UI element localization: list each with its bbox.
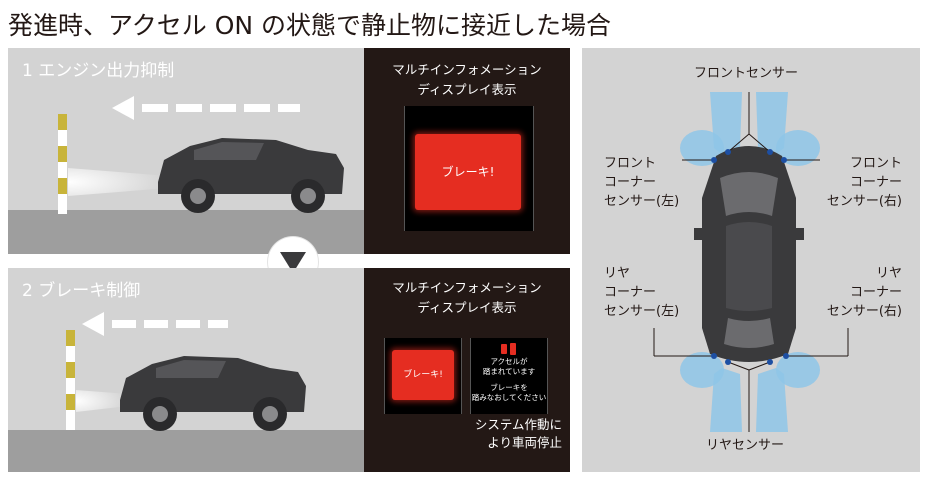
fcr-line1: フロント [849,156,902,171]
stop-line1: システム作動に [474,417,562,432]
info-display-screen: ブレーキ! [404,106,534,231]
sensor-layout-diagram: フロントセンサー フロント コーナー センサー(左) フロント コーナー センサ… [582,48,920,472]
rcr-line2: コーナー [849,285,902,300]
arrow-left-icon [82,312,228,336]
brake-warning: ブレーキ! [415,134,521,210]
info-display-screen-brake: ブレーキ! [384,338,462,414]
sensor-dots [711,149,789,365]
scene-brake-control: 2 ブレーキ制御 [8,268,364,472]
fcl-line3: センサー(左) [604,194,680,209]
message-line3: ブレーキを [490,383,528,392]
rear-sensor-label: リヤセンサー [706,438,785,453]
triangle-down-icon [280,252,306,273]
brake-warning: ブレーキ! [392,350,454,400]
obstacle-pole [58,114,67,214]
obstacle-pole [66,330,75,430]
display1-title-line1: マルチインフォメーション [392,62,542,77]
step2-label: 2 ブレーキ制御 [22,281,141,301]
rear-corner-left-label: リヤ コーナー センサー(左) [604,264,679,321]
message-line1: アクセルが [490,357,528,366]
fcl-line2: コーナー [604,175,657,190]
car-side-icon [158,138,344,213]
front-corner-right-label: フロント コーナー センサー(右) [827,154,902,211]
rear-sensor-zones [680,352,820,432]
rear-corner-right-label: リヤ コーナー センサー(右) [827,264,902,321]
system-stop-note: システム作動に より車両停止 [364,416,562,452]
rcl-line3: センサー(左) [604,304,680,319]
headlight-beam [68,168,168,196]
rcl-line2: コーナー [604,285,657,300]
car-top-icon [694,146,804,362]
fcr-line3: センサー(右) [826,194,902,209]
display-panel-2: マルチインフォメーション ディスプレイ表示 ブレーキ! アクセルが 踏まれていま… [364,268,570,472]
rcr-line1: リヤ [875,266,902,281]
fcr-line2: コーナー [849,175,902,190]
rcr-line3: センサー(右) [826,304,902,319]
front-corner-left-label: フロント コーナー センサー(左) [604,154,679,211]
arrow-left-icon [112,96,300,120]
scene2-illustration [66,312,306,431]
front-sensor-zones [680,92,820,166]
message-line4: 踏みなおしてください [471,393,547,402]
sensor-car-topview [653,92,849,432]
stop-line2: より車両停止 [487,435,562,450]
display1-title-line2: ディスプレイ表示 [417,82,517,97]
rcl-line1: リヤ [604,266,631,281]
car-side-icon [120,356,306,431]
info-display-screen-message: アクセルが 踏まれています ブレーキを 踏みなおしてください [470,338,548,414]
display-panel-1: マルチインフォメーション ディスプレイ表示 ブレーキ! [364,48,570,254]
front-sensor-label: フロントセンサー [694,66,799,81]
display2-title-line2: ディスプレイ表示 [417,300,517,315]
display2-title-line1: マルチインフォメーション [392,280,542,295]
step1-label: 1 エンジン出力抑制 [22,61,175,81]
scene-engine-output-suppression: 1 エンジン出力抑制 [8,48,364,254]
leader-lines [653,92,849,432]
page-title: 発進時、アクセル ON の状態で静止物に接近した場合 [8,11,612,40]
fcl-line1: フロント [604,156,657,171]
message-line2: 踏まれています [482,367,536,376]
headlight-beam [76,390,128,412]
road [8,430,364,472]
scene1-illustration [58,96,344,214]
accelerator-warning-icon [501,343,516,355]
